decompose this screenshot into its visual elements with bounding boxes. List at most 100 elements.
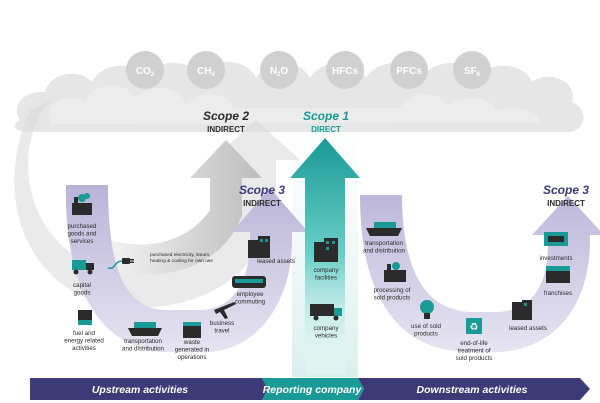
gas-bubble: N2O	[260, 51, 298, 89]
gas-label-base: SF	[464, 66, 477, 77]
reporting-bar-label: Reporting company	[263, 384, 363, 396]
company-building-icon	[314, 238, 338, 262]
airplane-icon	[214, 302, 236, 319]
upstream-leased-assets-label-line: leased assets	[257, 258, 295, 265]
franchises-label-line: franchises	[544, 290, 572, 297]
downstream-transportation-label-line: and distribution	[363, 247, 406, 254]
scope1-title: Scope 1	[303, 109, 349, 123]
gas-bubble: PFCs	[390, 51, 428, 89]
investments-icon	[544, 232, 568, 246]
scope3-downstream-title: Scope 3	[543, 183, 589, 197]
gas-bubble-circle	[126, 51, 164, 89]
factory-icon	[72, 193, 92, 215]
scope2-subtitle: INDIRECT	[207, 125, 245, 134]
recycle-bin-icon: ♻	[466, 318, 482, 334]
gas-label: SF6	[464, 66, 481, 78]
leased-building-icon	[512, 300, 532, 320]
processing-label-line: sold products	[374, 294, 411, 301]
office-building-icon	[248, 236, 270, 258]
gas-bubble-circle	[390, 51, 428, 89]
reporting-bar	[262, 378, 364, 400]
waste-bin-icon	[183, 322, 201, 338]
company-facilities-label-line: facilities	[315, 274, 337, 281]
franchises-label: franchises	[544, 290, 572, 297]
fuel-energy-label-line: fuel and	[73, 330, 96, 337]
scope3-downstream-subtitle: INDIRECT	[547, 199, 585, 208]
fuel-energy-label-line: energy related	[64, 337, 104, 344]
purchased-electricity-label-line: purchased electricity, steam,	[150, 252, 210, 258]
gas-label: PFCs	[396, 66, 422, 77]
waste-label-line: operations	[178, 354, 207, 361]
scope1-subtitle: DIRECT	[311, 125, 341, 134]
scope2-arrow	[110, 140, 262, 275]
franchise-store-icon	[546, 266, 570, 283]
processing-factory-icon	[384, 262, 406, 282]
cargo-ship-icon	[128, 322, 162, 336]
purchased-goods-label-line: goods and	[68, 230, 97, 237]
purchased-goods-label-line: services	[71, 238, 94, 245]
gas-bubble: CH4	[187, 51, 225, 89]
gas-label: CO2	[136, 66, 155, 78]
gas-label: HFCs	[332, 66, 359, 77]
capital-goods-label-line: goods	[74, 289, 91, 296]
end-of-life-label-line: end-of-life	[460, 340, 488, 347]
truck-loader-icon	[72, 260, 94, 275]
gas-bubble: HFCs	[326, 51, 364, 89]
scope2-title: Scope 2	[203, 109, 249, 123]
gas-label-base: N	[270, 66, 277, 77]
gas-label-subscript: 2	[151, 72, 155, 78]
power-plug-icon	[107, 258, 134, 270]
gas-label-base: HFCs	[332, 66, 359, 77]
gas-label-base: CH	[197, 66, 211, 77]
gas-bubble-circle	[187, 51, 225, 89]
activity-bar: Upstream activities Reporting company Do…	[30, 378, 590, 400]
employee-commuting-label-line: commuting	[235, 298, 266, 305]
train-icon	[232, 276, 266, 288]
gas-bubble: CO2	[126, 51, 164, 89]
waste-label-line: generated in	[175, 346, 210, 353]
fuel-energy-label-line: activities	[72, 345, 96, 352]
gas-bubble-circle	[453, 51, 491, 89]
light-bulb-icon	[420, 300, 434, 319]
use-of-sold-products-label-line: products	[414, 330, 438, 337]
gas-label-tail: O	[280, 66, 288, 77]
purchased-electricity-label: purchased electricity, steam,heating & c…	[150, 252, 213, 264]
employee-commuting-label-line: employee	[237, 291, 264, 298]
downstream-bar	[358, 378, 590, 400]
gas-label-base: PFCs	[396, 66, 422, 77]
purchased-goods-label-line: purchased	[68, 223, 97, 230]
company-vehicles-label-line: company	[313, 325, 339, 332]
downstream-leased-assets-label: leased assets	[509, 325, 547, 332]
upstream-bar	[30, 378, 268, 400]
purchased-electricity-label-line: heating & cooling for own use	[150, 258, 213, 264]
gas-label-subscript: 4	[212, 72, 216, 78]
scope3-upstream-arrow	[65, 185, 308, 352]
oil-barrel-icon	[78, 310, 92, 325]
scope3-upstream-subtitle: INDIRECT	[243, 199, 281, 208]
investments-label: investments	[539, 255, 572, 262]
company-facilities-label-line: company	[313, 267, 339, 274]
business-travel-label-line: business	[210, 320, 234, 327]
gas-bubble-circle	[326, 51, 364, 89]
downstream-leased-assets-label-line: leased assets	[509, 325, 547, 332]
end-of-life-label-line: sold products	[456, 355, 493, 362]
gas-bubble-circle	[260, 51, 298, 89]
company-vehicles-label-line: vehicles	[315, 332, 337, 339]
svg-text:♻: ♻	[470, 322, 479, 333]
